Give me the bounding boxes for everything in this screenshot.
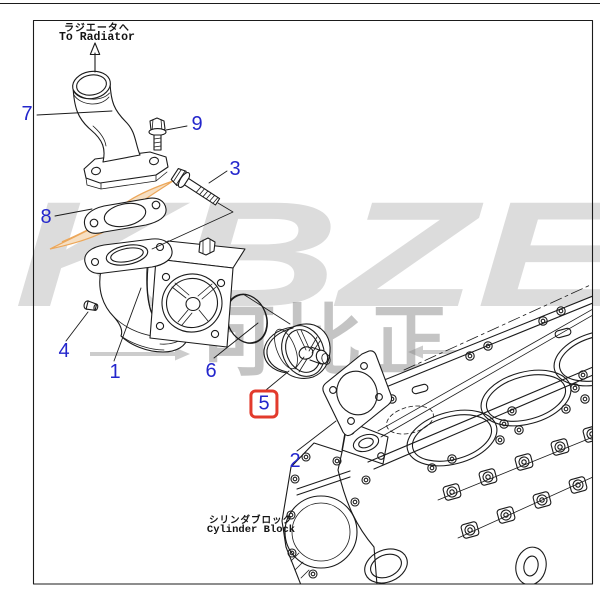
callout-leader-lines (36, 110, 337, 452)
cylinder-block-drawing (281, 283, 592, 584)
diagram-frame (32, 19, 594, 585)
to-radiator-label-jp: ラジエータへ (64, 24, 130, 35)
radiator-pipe-drawing (72, 70, 169, 190)
to-radiator-label-en: To Radiator (59, 31, 135, 44)
plug-drawing (83, 300, 99, 311)
thermostat-housing-drawing (83, 237, 246, 353)
cylinder-block-label-jp: シリンダブロック (208, 515, 293, 526)
callout-7: 7 (21, 103, 33, 125)
block-gasket-drawing (322, 350, 393, 437)
bolt-drawing-3 (170, 168, 221, 206)
callout-9: 9 (191, 113, 203, 135)
callout-6: 6 (205, 360, 217, 382)
callout-2: 2 (289, 450, 301, 472)
pipe-gasket-drawing (83, 197, 167, 234)
cylinder-block-label-en: Cylinder Block (206, 524, 296, 536)
bolt-axis-guide-line (151, 202, 234, 250)
to-radiator-arrow-icon (89, 42, 101, 73)
callout-8: 8 (40, 206, 52, 228)
callout-4: 4 (58, 340, 70, 362)
callout-5-highlight-box: 5 (249, 389, 279, 419)
bolt-drawing-9 (148, 117, 167, 151)
callout-3: 3 (229, 158, 241, 180)
thermostat-drawing (263, 323, 331, 379)
assembly-direction-arrow-right (90, 347, 190, 361)
callout-1: 1 (109, 361, 121, 383)
callout-5: 5 (258, 392, 270, 415)
